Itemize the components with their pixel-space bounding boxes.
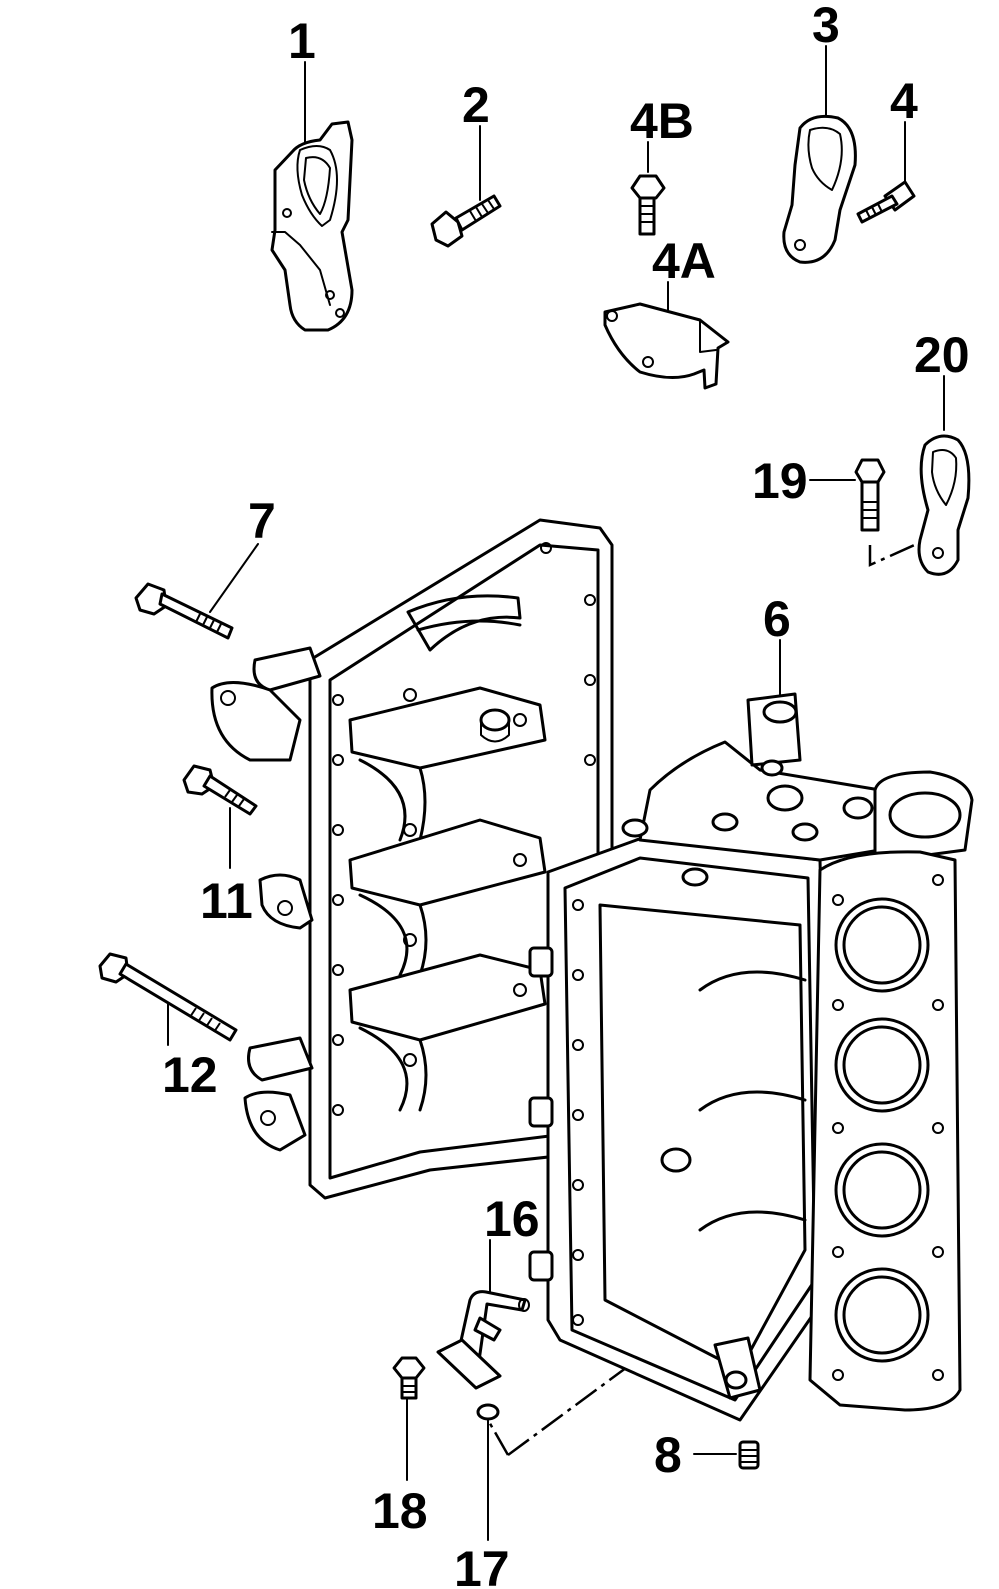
callout-1: 1 [288, 13, 316, 69]
part-19-bolt [854, 458, 886, 532]
crankcase-holes [332, 542, 596, 1116]
callout-19: 19 [752, 453, 808, 509]
callout-4b: 4B [630, 93, 694, 149]
part-18-bolt [392, 1356, 426, 1400]
callout-17: 17 [454, 1541, 510, 1589]
callout-7: 7 [248, 493, 276, 549]
callout-6: 6 [763, 591, 791, 647]
part-4a-bracket [603, 302, 730, 390]
block-flange-holes [572, 899, 584, 1326]
head-bolt-holes [832, 874, 944, 1381]
callout-11: 11 [200, 873, 253, 929]
callout-20: 20 [914, 327, 970, 383]
part-2-bolt [430, 194, 502, 248]
callout-4a: 4A [652, 233, 716, 289]
callout-16: 16 [484, 1191, 540, 1247]
part-16-tube [436, 1290, 530, 1390]
crankcase-half [210, 518, 614, 1200]
part-3-plate [782, 114, 857, 264]
cylinder-block [528, 692, 974, 1422]
callout-3: 3 [812, 0, 840, 53]
part-4-screw [856, 180, 916, 224]
part-11-bolt [182, 764, 258, 816]
part-17-oring [476, 1403, 500, 1421]
part-8-plug [738, 1440, 760, 1470]
callout-8: 8 [654, 1427, 682, 1483]
part-4b-bolt [630, 174, 666, 236]
part-1-bracket [270, 120, 354, 332]
part-12-bolt [98, 952, 238, 1042]
callout-4: 4 [890, 73, 918, 129]
callout-12: 12 [162, 1047, 218, 1103]
part-6-boss [762, 700, 798, 724]
callout-18: 18 [372, 1483, 428, 1539]
part-20-plate [917, 434, 971, 576]
callout-2: 2 [462, 77, 490, 133]
part-7-bolt [134, 582, 234, 640]
